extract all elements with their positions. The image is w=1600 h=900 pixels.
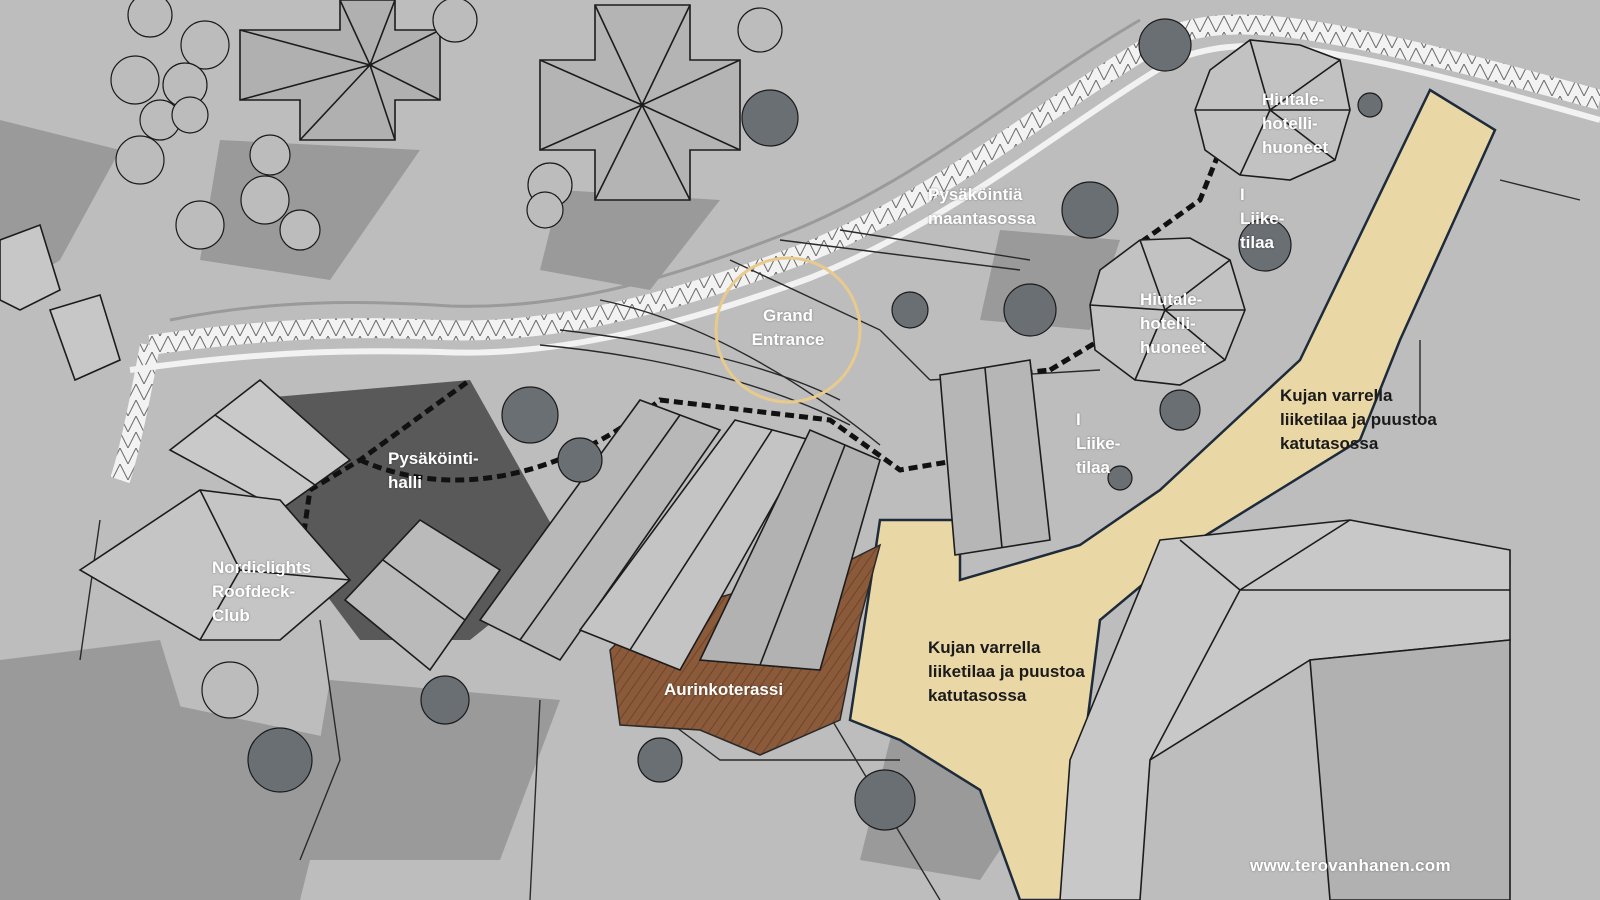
parking-hall-roof: [168, 378, 352, 511]
label-alley-center: Kujan varrella liiketilaa ja puustoa kat…: [928, 638, 1085, 705]
label-grand-entrance: Grand Entrance: [751, 306, 825, 349]
label-parking-hall: Pysäköinti- halli: [388, 449, 479, 492]
grand-entrance-ring: [714, 256, 862, 404]
label-retail-mid: I Liike- tilaa: [1076, 410, 1121, 477]
label-hotel-rooms-mid: Hiutale- hotelli- huoneet: [1140, 290, 1207, 357]
website-credit[interactable]: www.terovanhanen.com: [1250, 856, 1451, 875]
retail-block-center: [939, 359, 1051, 556]
building-small-left-2: [48, 294, 121, 382]
building-cross-top-center: [539, 4, 741, 201]
hotel-building-mid: [1089, 237, 1246, 386]
nordic-club-building: [78, 489, 352, 641]
label-sun-terrace: Aurinkoterassi: [664, 680, 784, 699]
large-building-bottom-right: [1059, 519, 1511, 900]
hotel-building-top: [1194, 39, 1351, 181]
label-retail-top: I Liike- tilaa: [1240, 185, 1285, 252]
building-cross-top-left: [239, 0, 441, 141]
umbrella-trees: [110, 0, 783, 719]
label-alley-right: Kujan varrella liiketilaa ja puustoa kat…: [1280, 386, 1437, 453]
label-parking-ground: Pysäköintiä maantasossa: [928, 185, 1036, 228]
building-small-left-1: [0, 223, 61, 311]
bushy-trees: [247, 18, 1383, 831]
alley-paths: [848, 88, 1497, 900]
trees: [110, 0, 1383, 831]
label-hotel-rooms-top: Hiutale- hotelli- huoneet: [1262, 90, 1329, 157]
row-building-3: [698, 428, 881, 671]
buildings: [0, 0, 1511, 900]
parking-hall-south-block: [343, 518, 502, 672]
label-nordiclights-club: Nordiclights Roofdeck- Club: [212, 558, 312, 625]
